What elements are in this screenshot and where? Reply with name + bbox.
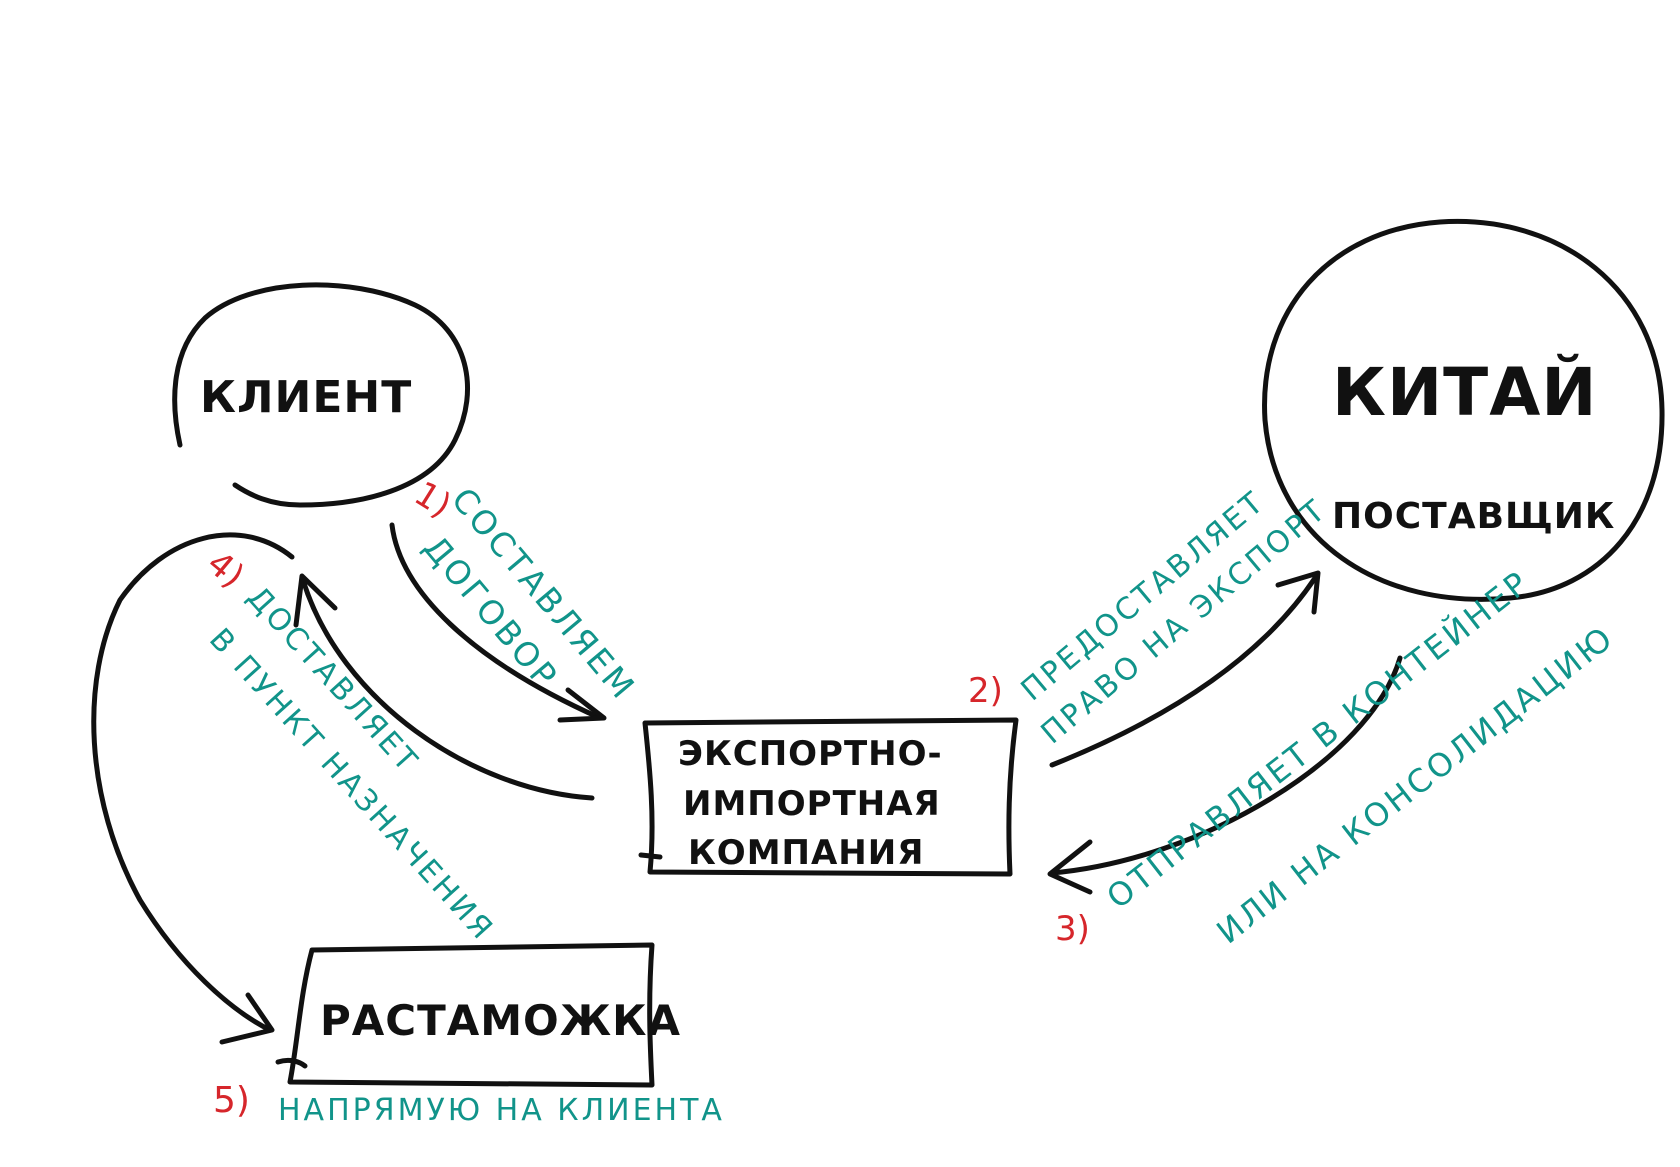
china-label: КИТАЙ — [1332, 353, 1598, 431]
step-5-number: 5) — [213, 1080, 250, 1121]
arrow-3-head — [1047, 839, 1093, 895]
step-4-number: 4) — [199, 543, 251, 596]
customs-label: РАСТАМОЖКА — [320, 996, 681, 1045]
arrow-4 — [300, 577, 595, 801]
supplier-label: ПОСТАВЩИК — [1332, 496, 1615, 537]
customs-tick — [275, 1057, 308, 1069]
arrow-5-head — [219, 992, 275, 1045]
arrow-3 — [1049, 655, 1403, 876]
arrow-5 — [91, 532, 295, 1033]
step-2-number: 2) — [968, 671, 1003, 711]
china-circle — [1262, 218, 1665, 602]
step-3-number: 3) — [1055, 909, 1090, 949]
arrow-2-head — [1275, 570, 1321, 615]
company-label-line1: ЭКСПОРТНО- — [678, 734, 943, 774]
client-label: КЛИЕНТ — [200, 372, 412, 423]
arrow-1-head — [557, 687, 607, 723]
client-circle — [172, 282, 470, 508]
arrow-1 — [389, 522, 603, 721]
step-5-line1: НАПРЯМУЮ НА КЛИЕНТА — [278, 1093, 725, 1128]
company-label-line2: ИМПОРТНАЯ — [683, 784, 941, 824]
step-2-line2: ПРАВО НА ЭКСПОРТ — [1035, 492, 1334, 751]
arrow-4-head — [293, 573, 338, 628]
arrow-2 — [1049, 575, 1318, 768]
company-label-line3: КОМПАНИЯ — [688, 833, 924, 873]
customs-box — [287, 942, 655, 1088]
company-box-tick — [638, 852, 663, 860]
company-box — [642, 717, 1019, 877]
